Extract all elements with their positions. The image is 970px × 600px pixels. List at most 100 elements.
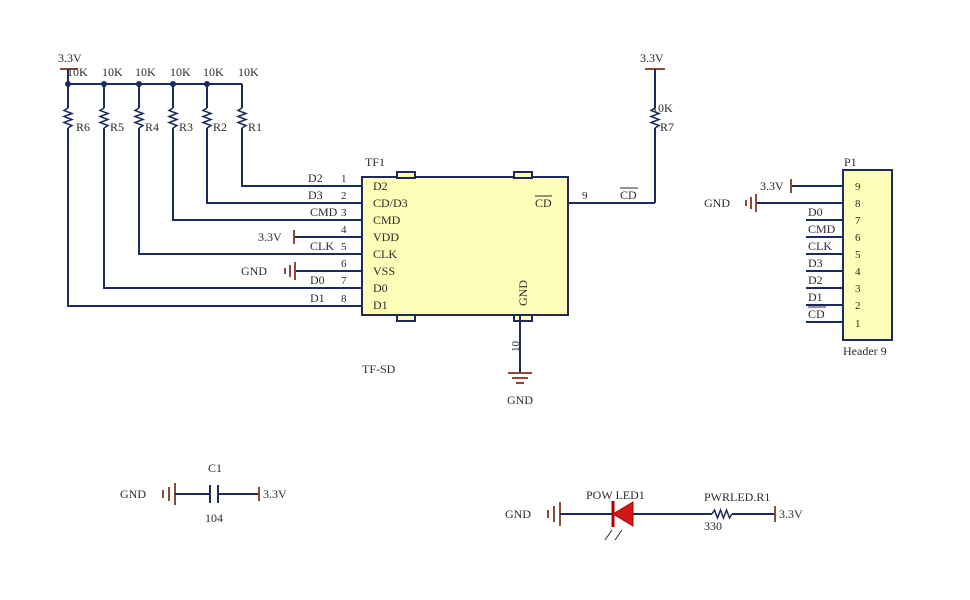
tf1-body: [361, 176, 569, 316]
p1-net-d0: D0: [808, 205, 823, 219]
tf1-tab-bl: [396, 314, 416, 322]
p1-gnd-label: GND: [704, 196, 730, 210]
tf1-tab-br: [513, 314, 533, 322]
pullup-power-label: 3.3V: [58, 51, 82, 65]
r7-ref: R7: [660, 120, 674, 134]
net-d1-wire: [67, 128, 362, 307]
tf1-ref: TF1: [365, 155, 385, 169]
capacitor-c1: C1 GND 3.3V 104: [120, 461, 287, 525]
resistor-r3: 10K R3: [166, 65, 193, 134]
r3-value: 10K: [170, 65, 191, 79]
tf1-gnd-name: GND: [516, 280, 530, 306]
tf1-pin10-num: 10: [510, 341, 522, 353]
p1-power-label: 3.3V: [760, 179, 784, 193]
tf1-pin2-num: 2: [341, 190, 347, 202]
p1-pin2-num: 2: [855, 300, 861, 312]
p1-pin4-num: 4: [855, 266, 861, 278]
r1-ref: R1: [248, 120, 262, 134]
r7-power-label: 3.3V: [640, 51, 664, 65]
tf1-pin8-name: D1: [373, 298, 388, 312]
net-cmd-wire: [172, 128, 362, 221]
tf1-pin4-num: 4: [341, 224, 347, 236]
net-clk-wire: [138, 128, 362, 255]
r5-value: 10K: [102, 65, 123, 79]
tf1-pin8-num: 8: [341, 293, 347, 305]
pullup-bank: 3.3V 10K R6 10K R5 10K R4: [58, 51, 362, 307]
p1-net-d2: D2: [808, 273, 823, 287]
tf1-part: TF-SD: [362, 362, 396, 376]
tf1-tab-tl: [396, 171, 416, 179]
led-power-label: 3.3V: [779, 507, 803, 521]
led-emission-arrows: [604, 529, 623, 541]
resistor-r4: 10K R4: [132, 65, 159, 134]
p1-net-d3: D3: [808, 256, 823, 270]
p1-part: Header 9: [843, 344, 887, 358]
net-label-d3: D3: [308, 188, 323, 202]
r2-ref: R2: [213, 120, 227, 134]
tf1-gnd-label: GND: [507, 393, 533, 407]
tf1-cd-name: CD: [535, 196, 552, 210]
net-d0-wire: [103, 128, 362, 289]
led-ref: POW LED1: [586, 488, 645, 502]
r1-value: 10K: [238, 65, 259, 79]
tf1-pin5-num: 5: [341, 241, 347, 253]
c1-gnd-label: GND: [120, 487, 146, 501]
r6-value: 10K: [67, 65, 88, 79]
p1-pin1-num: 1: [855, 318, 861, 330]
p1-pin9-num: 9: [855, 181, 861, 193]
p1-net-cmd: CMD: [808, 222, 836, 236]
p1-net-cd: CD: [808, 307, 825, 321]
resistor-r1: 10K R1: [235, 65, 262, 134]
tf1-pin3-num: 3: [341, 207, 347, 219]
tf1-pin7-name: D0: [373, 281, 388, 295]
tf1-pin6-num: 6: [341, 258, 347, 270]
r5-ref: R5: [110, 120, 124, 134]
c1-ref: C1: [208, 461, 222, 475]
led-gnd-label: GND: [505, 507, 531, 521]
vss-ground-symbol: [284, 262, 296, 280]
tf1-pin6-name: VSS: [373, 264, 395, 278]
p1-pin3-num: 3: [855, 283, 861, 295]
r6-ref: R6: [76, 120, 90, 134]
r2-value: 10K: [203, 65, 224, 79]
p1-pin8-num: 8: [855, 198, 861, 210]
tf1-pin9-num: 9: [582, 190, 588, 202]
net-label-cd: CD: [620, 188, 637, 202]
p1-net-clk: CLK: [808, 239, 832, 253]
tf1-pin5-name: CLK: [373, 247, 397, 261]
tf1-pin1-num: 1: [341, 173, 347, 185]
p1-header: P1 9 8 7 6 5 4 3 2 1 3.3V GND D0 CMD CLK: [704, 155, 893, 358]
p1-body: [842, 169, 893, 341]
net-d2-wire: [241, 128, 362, 187]
r4-value: 10K: [135, 65, 156, 79]
tf1-pin1-name: D2: [373, 179, 388, 193]
resistor-r7: 3.3V 10K R7: [640, 51, 674, 203]
p1-net-d1: D1: [808, 290, 823, 304]
p1-pin6-num: 6: [855, 232, 861, 244]
r7-value: 10K: [652, 101, 673, 115]
tf1-pin3-name: CMD: [373, 213, 401, 227]
p1-pin7-num: 7: [855, 215, 861, 227]
net-label-clk: CLK: [310, 239, 334, 253]
p1-pin5-num: 5: [855, 249, 861, 261]
resistor-r5: 10K R5: [97, 65, 124, 134]
net-label-cmd: CMD: [310, 205, 338, 219]
power-led-circuit: GND POW LED1 PWRLED.R1 330 3.3V: [505, 488, 803, 541]
p1-gnd-symbol: [745, 194, 757, 212]
tf1-pin4-name: VDD: [373, 230, 399, 244]
net-label-d2: D2: [308, 171, 323, 185]
tf1-gnd-symbol: [508, 372, 532, 384]
pwrled-value: 330: [704, 519, 722, 533]
pwrled-resistor: [711, 507, 733, 521]
r4-ref: R4: [145, 120, 159, 134]
r3-ref: R3: [179, 120, 193, 134]
resistor-r2: 10K R2: [200, 65, 227, 134]
c1-power-label: 3.3V: [263, 487, 287, 501]
pwrled-ref: PWRLED.R1: [704, 490, 770, 504]
tf1-pin2-name: CD/D3: [373, 196, 408, 210]
tf1-pin7-num: 7: [341, 275, 347, 287]
net-label-d1: D1: [310, 291, 325, 305]
vdd-power-label: 3.3V: [258, 230, 282, 244]
